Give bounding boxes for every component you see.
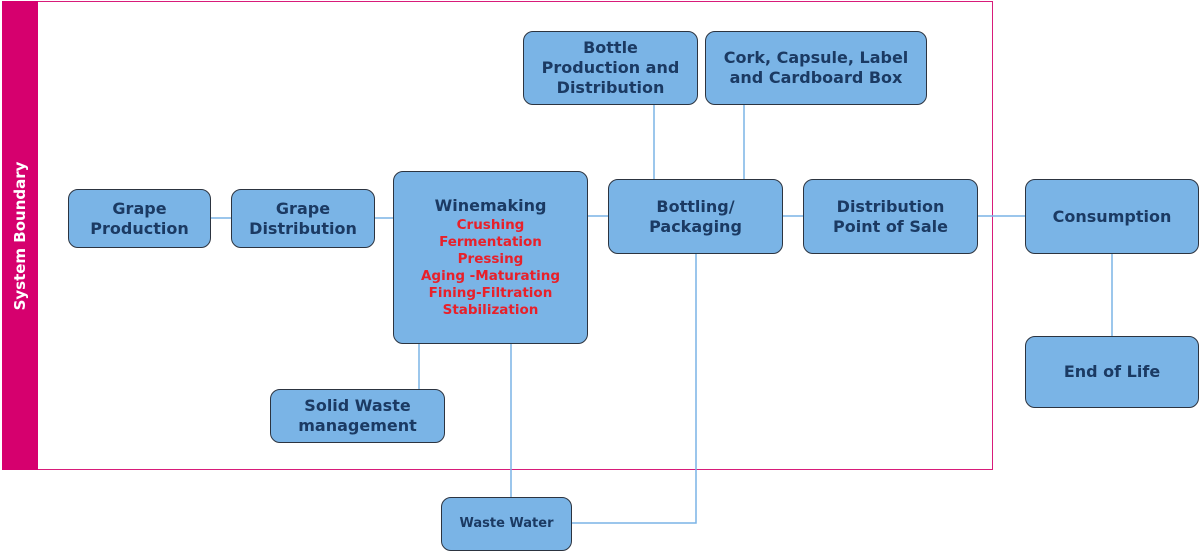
grape-production-label: Grape Production — [90, 198, 189, 238]
step-aging-maturating: Aging -Maturating — [420, 268, 561, 284]
winemaking-title: Winemaking — [434, 196, 547, 215]
step-pressing: Pressing — [457, 251, 524, 267]
grape-distribution-node: Grape Distribution — [231, 189, 375, 248]
bottle-production-node: Bottle Production and Distribution — [523, 31, 698, 105]
solid-waste-node: Solid Waste management — [270, 389, 445, 443]
end-of-life-node: End of Life — [1025, 336, 1199, 408]
consumption-label: Consumption — [1052, 206, 1172, 226]
cork-capsule-node: Cork, Capsule, Label and Cardboard Box — [705, 31, 927, 105]
distribution-point-of-sale-label: Distribution Point of Sale — [833, 196, 948, 236]
bottling-label: Bottling/ Packaging — [649, 196, 742, 236]
solid-waste-label: Solid Waste management — [298, 396, 417, 435]
step-stabilization: Stabilization — [442, 302, 539, 318]
waste-water-label: Waste Water — [459, 516, 554, 531]
bottling-node: Bottling/ Packaging — [608, 179, 783, 254]
end-of-life-label: End of Life — [1063, 362, 1161, 381]
consumption-node: Consumption — [1025, 179, 1199, 254]
step-fining-filtration: Fining-Filtration — [428, 285, 553, 301]
winemaking-node: Winemaking Crushing Fermentation Pressin… — [393, 171, 588, 344]
connector-bottling-waste-water — [572, 254, 697, 524]
grape-distribution-label: Grape Distribution — [249, 198, 357, 238]
grape-production-node: Grape Production — [68, 189, 211, 248]
system-boundary-bar — [2, 1, 38, 470]
bottle-production-label: Bottle Production and Distribution — [541, 38, 680, 97]
distribution-point-of-sale-node: Distribution Point of Sale — [803, 179, 978, 254]
step-fermentation: Fermentation — [439, 234, 542, 250]
cork-capsule-label: Cork, Capsule, Label and Cardboard Box — [723, 48, 909, 87]
step-crushing: Crushing — [456, 217, 525, 233]
waste-water-node: Waste Water — [441, 497, 572, 551]
